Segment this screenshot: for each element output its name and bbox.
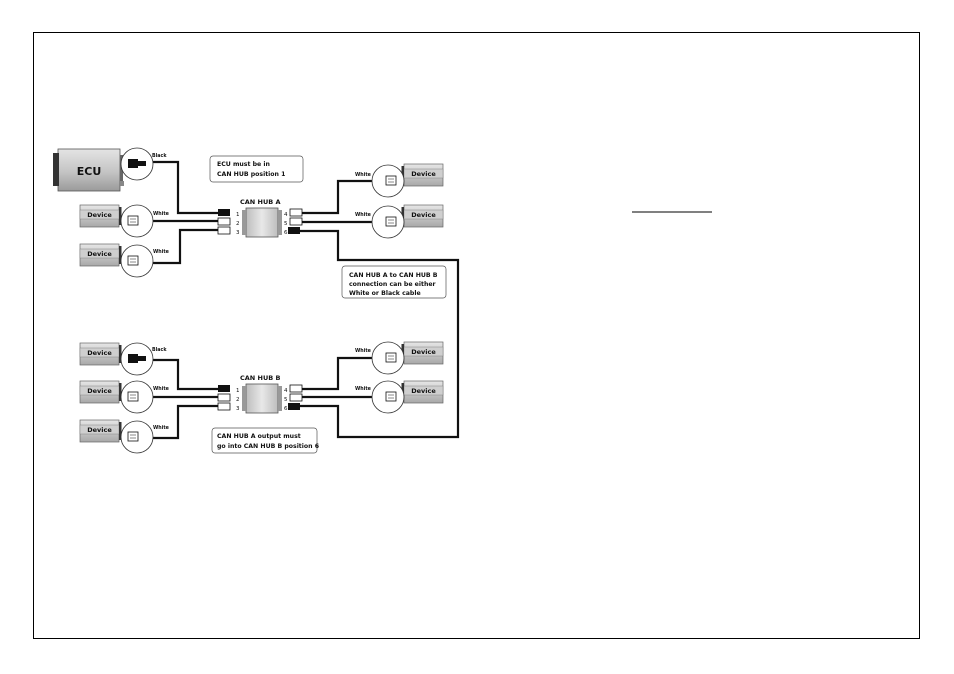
device-left-hub-a-3: Device	[79, 243, 122, 267]
cable-tag-white: White	[153, 386, 170, 392]
device-label: Device	[87, 426, 112, 434]
cable-device-hub-b-1	[150, 358, 218, 391]
hub-a-title: CAN HUB A	[240, 198, 280, 206]
note-line: CAN HUB A output must	[217, 433, 301, 440]
note-line: ECU must be in	[217, 161, 270, 168]
cable-tags: Black White White White White Black Whit…	[152, 153, 372, 431]
note-line: White or Black cable	[349, 290, 421, 297]
cable-tag-white: White	[355, 212, 372, 218]
device-label: Device	[411, 211, 436, 219]
device-label: Device	[87, 250, 112, 258]
cable-hub-a-4-device	[302, 179, 375, 215]
device-label: Device	[411, 170, 436, 178]
note-hub-connection: CAN HUB A to CAN HUB B connection can be…	[341, 265, 447, 299]
device-label: Device	[87, 211, 112, 219]
can-hub-a: CAN HUB A 1 2 3 4 5 6	[217, 198, 303, 238]
hub-b-port-3: 3	[236, 406, 240, 412]
cable-tag-white: White	[355, 386, 372, 392]
device-right-hub-a-5: Device	[401, 204, 444, 228]
device-label: Device	[87, 349, 112, 357]
can-hub-b: CAN HUB B 1 2 3 4 5 6	[217, 374, 303, 414]
cable-hub-a-6-hub-b-6	[300, 229, 460, 439]
hub-b-port-1: 1	[236, 388, 240, 394]
note-line: go into CAN HUB B position 6	[217, 443, 319, 450]
cable-hub-b-4-device	[302, 356, 375, 391]
device-left-hub-b-3: Device	[79, 419, 122, 443]
plugs	[127, 159, 397, 442]
cable-tag-white: White	[153, 425, 170, 431]
device-right-hub-a-4: Device	[401, 163, 444, 187]
hub-b-port-5: 5	[284, 397, 288, 403]
cable-tag-white: White	[355, 172, 372, 178]
device-right-hub-b-4: Device	[401, 341, 444, 365]
hub-b-title: CAN HUB B	[240, 374, 280, 382]
hub-b-port-6: 6	[284, 406, 288, 412]
cable-tag-black: Black	[152, 347, 167, 353]
note-ecu-position: ECU must be in CAN HUB position 1	[209, 155, 304, 183]
cable-tag-white: White	[355, 348, 372, 354]
cable-tag-white: White	[153, 249, 170, 255]
cable-device-hub-b-3	[150, 404, 218, 440]
cable-tag-white: White	[153, 211, 170, 217]
hub-b-port-2: 2	[236, 397, 240, 403]
hub-b-port-4: 4	[284, 388, 288, 394]
device-label: Device	[87, 387, 112, 395]
cable-tag-black: Black	[152, 153, 167, 159]
device-label: Device	[411, 387, 436, 395]
cable-device-hub-a-3	[150, 228, 218, 265]
device-left-hub-b-2: Device	[79, 380, 122, 404]
hub-a-port-4: 4	[284, 212, 288, 218]
cables	[150, 160, 460, 440]
device-left-hub-b-1: Device	[79, 342, 122, 366]
hub-a-port-1: 1	[236, 212, 240, 218]
device-left-hub-a-2: Device	[79, 204, 122, 228]
page-frame	[33, 32, 920, 639]
hub-a-port-2: 2	[236, 221, 240, 227]
note-hub-b-input: CAN HUB A output must go into CAN HUB B …	[211, 427, 319, 454]
device-label: Device	[411, 348, 436, 356]
hub-a-port-3: 3	[236, 230, 240, 236]
note-line: CAN HUB A to CAN HUB B	[349, 272, 438, 279]
ecu-unit: ECU	[53, 148, 124, 192]
cable-ecu-hub-a-1	[150, 160, 218, 215]
note-line: connection can be either	[349, 281, 437, 288]
hub-a-port-6: 6	[284, 230, 288, 236]
note-line: CAN HUB position 1	[217, 171, 285, 178]
hub-a-port-5: 5	[284, 221, 288, 227]
device-right-hub-b-5: Device	[401, 380, 444, 404]
ecu-label: ECU	[77, 165, 102, 178]
